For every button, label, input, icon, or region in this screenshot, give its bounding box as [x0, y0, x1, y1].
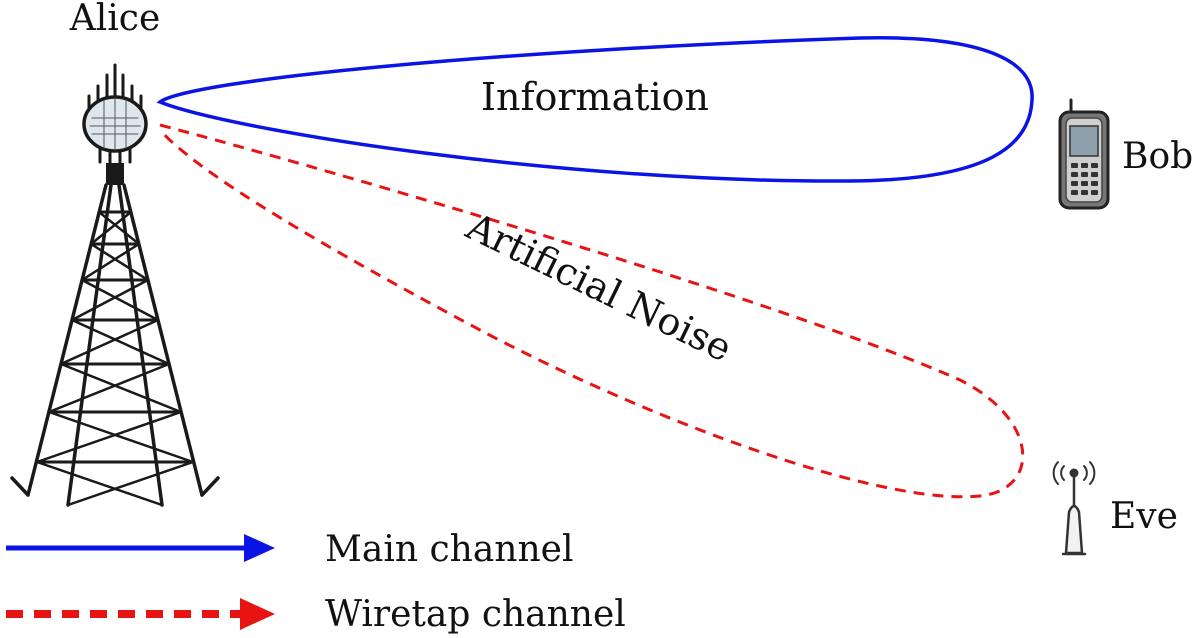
bob-label: Bob	[1122, 136, 1193, 177]
main-channel-beam	[156, 36, 1034, 183]
antenna-icon	[1052, 461, 1096, 556]
cell-tower-icon	[10, 63, 220, 507]
artificial-noise-label: Artificial Noise	[459, 204, 739, 371]
legend: Main channel Wiretap channel	[6, 529, 626, 635]
wiretap-channel-beam	[158, 123, 1025, 499]
wiretap-channel-label: Wiretap channel	[325, 594, 626, 635]
mobile-phone-icon	[1058, 98, 1110, 210]
information-label: Information	[481, 75, 709, 119]
alice-label: Alice	[69, 0, 161, 39]
eve-label: Eve	[1110, 496, 1178, 537]
main-channel-label: Main channel	[325, 529, 573, 570]
legend-wiretap-channel: Wiretap channel	[6, 594, 626, 635]
legend-main-channel: Main channel	[6, 529, 573, 570]
